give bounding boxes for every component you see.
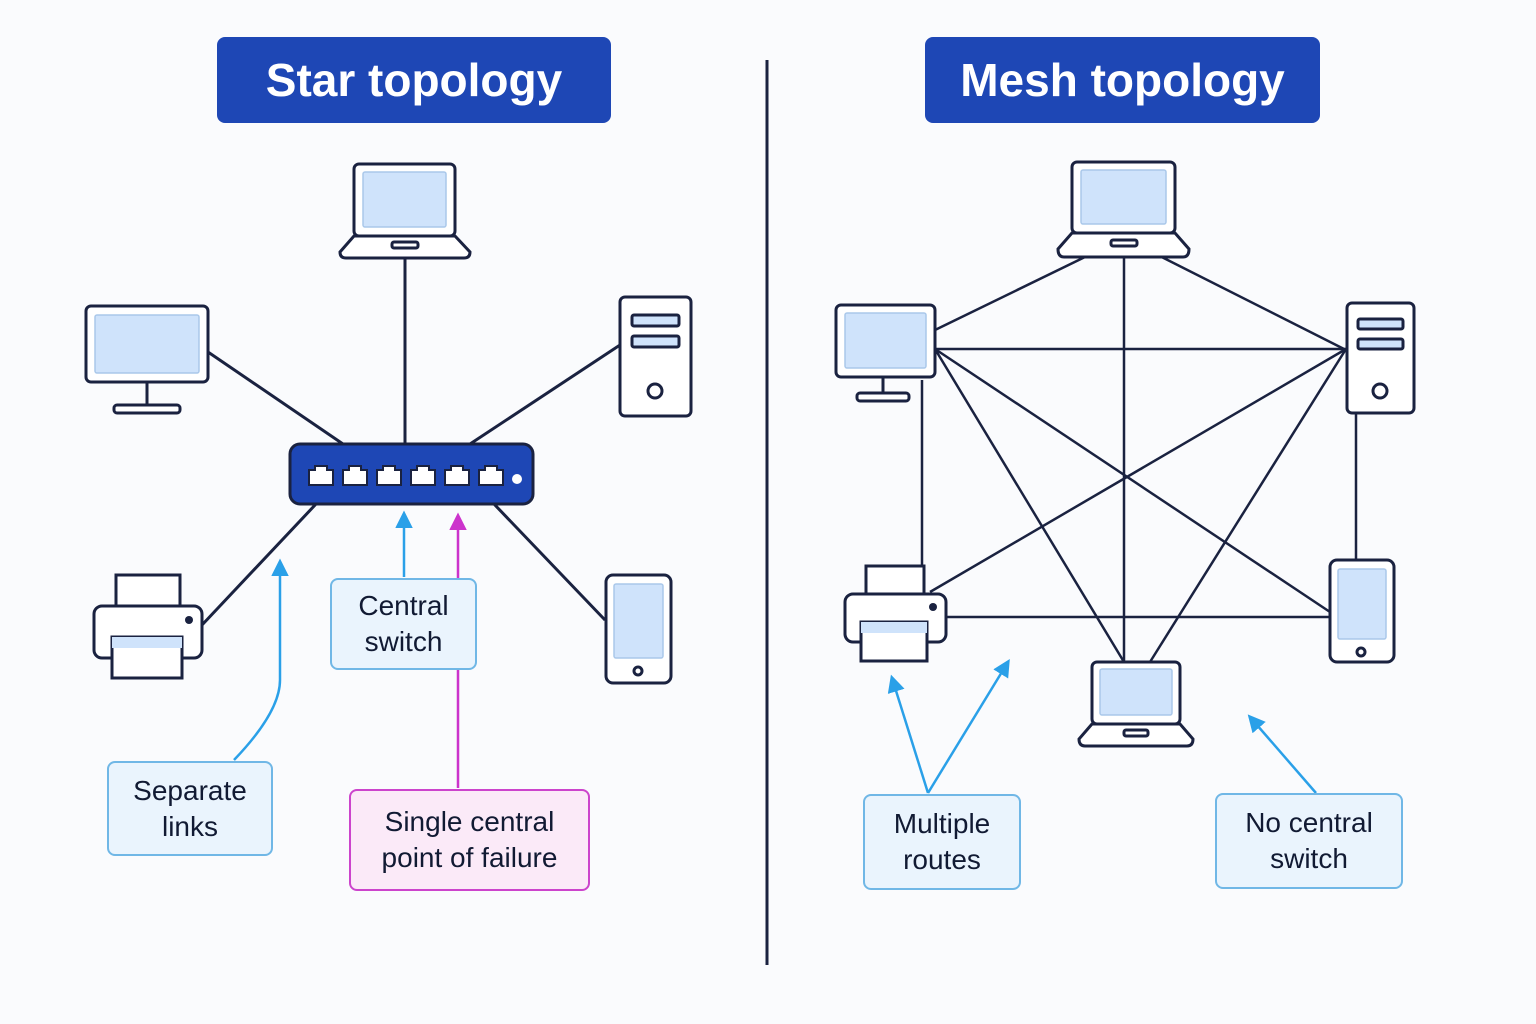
star-link-server bbox=[469, 343, 621, 446]
smartphone-icon bbox=[1328, 558, 1396, 664]
server-tower-icon bbox=[618, 295, 693, 418]
star-link-monitor bbox=[207, 350, 344, 446]
star-topology-title: Star topology bbox=[217, 37, 611, 123]
smartphone-icon bbox=[604, 573, 673, 685]
callout-line: Multiple bbox=[893, 808, 991, 839]
callout-line: No central bbox=[1245, 807, 1373, 838]
star-link-phone bbox=[492, 502, 607, 622]
server-tower-icon bbox=[1345, 301, 1416, 415]
arrow-multiple-routes-left bbox=[887, 674, 930, 794]
arrow-separate-links bbox=[233, 558, 289, 761]
laptop-icon bbox=[1056, 160, 1191, 259]
central-switch-icon bbox=[288, 442, 535, 506]
callout-central-switch: Central switch bbox=[330, 578, 477, 670]
desktop-monitor-icon bbox=[834, 303, 937, 403]
callout-separate-links: Separate links bbox=[107, 761, 273, 856]
star-link-printer bbox=[200, 502, 318, 627]
callout-multiple-routes: Multiple routes bbox=[863, 794, 1021, 890]
callout-line: links bbox=[161, 810, 218, 842]
mesh-topology-title: Mesh topology bbox=[925, 37, 1320, 123]
desktop-monitor-icon bbox=[84, 304, 210, 415]
callout-line: Central bbox=[358, 590, 449, 621]
laptop-icon bbox=[338, 162, 472, 260]
mesh-links bbox=[920, 236, 1358, 663]
callout-line: Separate bbox=[133, 774, 247, 806]
laptop-icon bbox=[1077, 660, 1195, 748]
arrow-multiple-routes-right bbox=[926, 659, 1010, 794]
printer-icon bbox=[92, 573, 204, 680]
callout-line: switch bbox=[364, 626, 443, 657]
arrow-no-central-switch bbox=[1247, 714, 1317, 794]
callout-line: Single central bbox=[384, 806, 555, 837]
callout-line: point of failure bbox=[381, 842, 558, 873]
callout-no-central-switch: No central switch bbox=[1215, 793, 1403, 889]
callout-line: switch bbox=[1270, 843, 1348, 874]
callout-line: routes bbox=[903, 844, 981, 875]
printer-icon bbox=[843, 564, 948, 663]
callout-single-point-failure: Single central point of failure bbox=[349, 789, 590, 891]
star-links bbox=[200, 258, 621, 627]
